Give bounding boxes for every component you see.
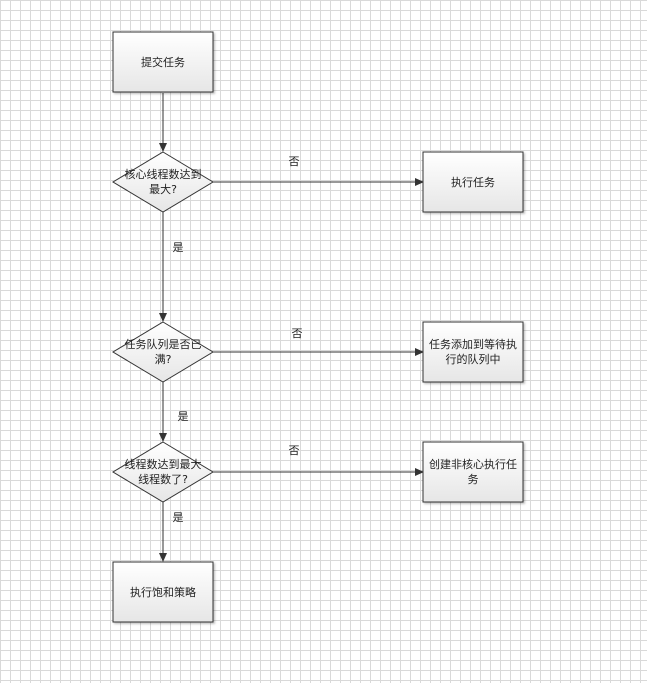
reject-policy-label: 执行饱和策略 — [130, 585, 196, 599]
edge-label-yes-2: 是 — [177, 410, 189, 423]
create-thread-box — [422, 441, 524, 503]
edge-label-no-1: 否 — [288, 155, 300, 168]
edge-label-no-2: 否 — [291, 327, 303, 340]
edge-label-yes-1: 是 — [172, 241, 184, 254]
core-threads-question: 核心线程数达到最大? — [124, 168, 202, 196]
create-thread-label: 创建非核心执行任务 — [429, 458, 517, 486]
edge-label-no-3: 否 — [288, 444, 300, 457]
max-threads-decision — [112, 441, 214, 503]
execute-task-box — [422, 151, 524, 213]
edge-label-yes-3: 是 — [172, 511, 184, 524]
execute-task-label: 执行任务 — [451, 175, 495, 189]
core-threads-decision — [112, 151, 214, 213]
enqueue-task-label: 任务添加到等待执行的队列中 — [429, 338, 517, 366]
queue-full-question: 任务队列是否已满? — [124, 338, 202, 366]
submit-task-box — [112, 31, 214, 93]
enqueue-task-box — [422, 321, 524, 383]
submit-task-label: 提交任务 — [141, 55, 185, 69]
queue-full-decision — [112, 321, 214, 383]
reject-policy-box — [112, 561, 214, 623]
max-threads-question: 线程数达到最大线程数了? — [124, 458, 202, 486]
